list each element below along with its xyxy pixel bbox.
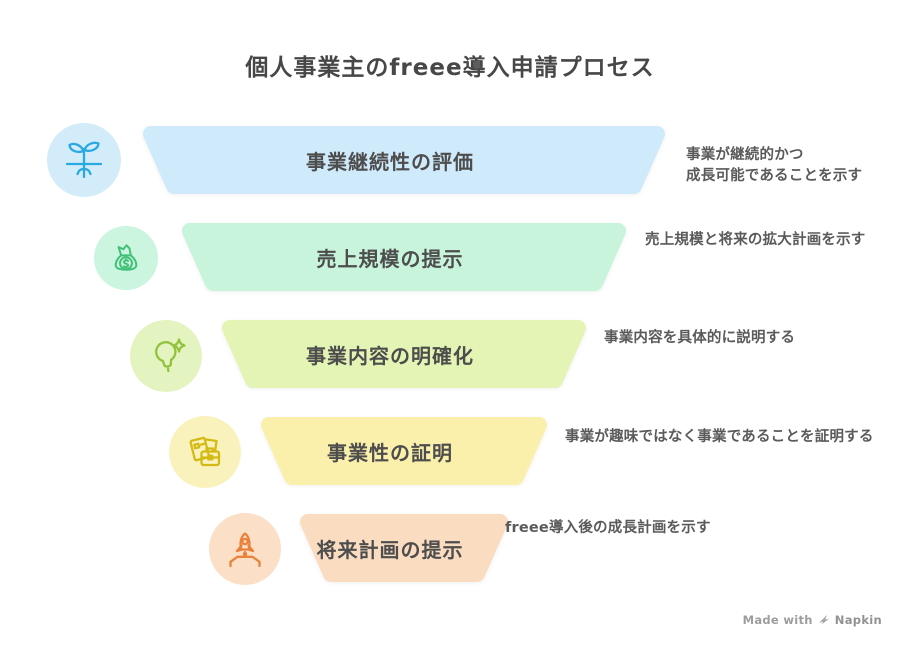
funnel-step-4-shape (261, 417, 547, 485)
funnel-step-2-label: 売上規模の提示 (316, 246, 464, 271)
funnel-step-4-description: 事業が趣味ではなく事業であることを証明する (565, 429, 874, 445)
funnel-step-3-description: 事業内容を具体的に説明する (604, 330, 796, 346)
napkin-brand-label: Napkin (834, 613, 882, 627)
funnel-step-1-shape (143, 126, 665, 194)
funnel-step-5-description: freee導入後の成長計画を示す (505, 520, 711, 536)
napkin-logo-icon (818, 615, 829, 625)
rocket-launch-icon (209, 513, 281, 585)
funnel-step-2-description: 売上規模と将来の拡大計画を示す (645, 232, 866, 248)
lightbulb-sparkle-icon (130, 320, 202, 392)
made-with-label: Made with (742, 613, 813, 627)
funnel-step-5-label: 将来計画の提示 (316, 537, 464, 562)
money-bag-icon (94, 226, 158, 290)
funnel-step-5-shape (300, 514, 508, 582)
page-title: 個人事業主のfreee導入申請プロセス (245, 55, 655, 81)
funnel-step-3-shape (222, 320, 586, 388)
funnel-step-3-label: 事業内容の明確化 (306, 343, 474, 368)
sprout-roots-icon (47, 123, 121, 197)
documents-briefcase-icon (169, 416, 241, 488)
funnel-step-4-label: 事業性の証明 (327, 440, 453, 465)
made-with-napkin-credit: Made with Napkin (743, 613, 882, 627)
funnel-step-2-shape (182, 223, 626, 291)
funnel-step-1-label: 事業継続性の評価 (306, 149, 474, 174)
funnel-step-1-description: 事業が継続的かつ 成長可能であることを示す (686, 147, 863, 184)
